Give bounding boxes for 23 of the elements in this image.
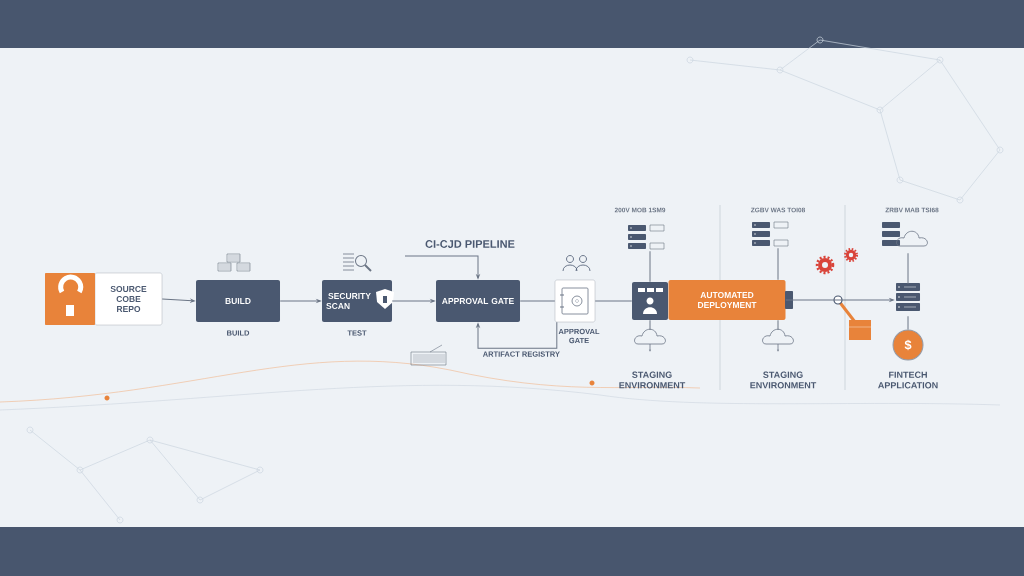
process-box: SECURITY SCAN	[322, 280, 394, 322]
process-box: BUILD	[196, 280, 280, 322]
environment-label: STAGING ENVIRONMENT	[619, 371, 686, 389]
arrow	[785, 298, 894, 302]
arrow	[161, 298, 195, 303]
arrow	[476, 321, 558, 349]
environment-label: STAGING ENVIRONMENT	[750, 371, 817, 389]
process-box: AUTOMATED DEPLOYMENT	[668, 280, 786, 320]
environment-label: FINTECH APPLICATION	[878, 371, 938, 389]
arrow	[391, 299, 435, 303]
arrow	[279, 299, 321, 303]
cloud-icon	[634, 328, 666, 352]
safe-icon	[554, 279, 596, 323]
monitor-icon	[632, 282, 668, 320]
server-icon	[896, 283, 920, 311]
server-cloud-icon	[882, 222, 928, 247]
process-box: APPROVAL GATE	[436, 280, 520, 322]
server-icon	[752, 221, 789, 247]
arrow	[404, 255, 480, 279]
cloud-icon	[762, 328, 794, 352]
title: CI-CJD PIPELINE	[425, 240, 515, 248]
repository-box: SOURCE COBE REPO	[45, 272, 163, 326]
server-icon	[628, 224, 665, 250]
